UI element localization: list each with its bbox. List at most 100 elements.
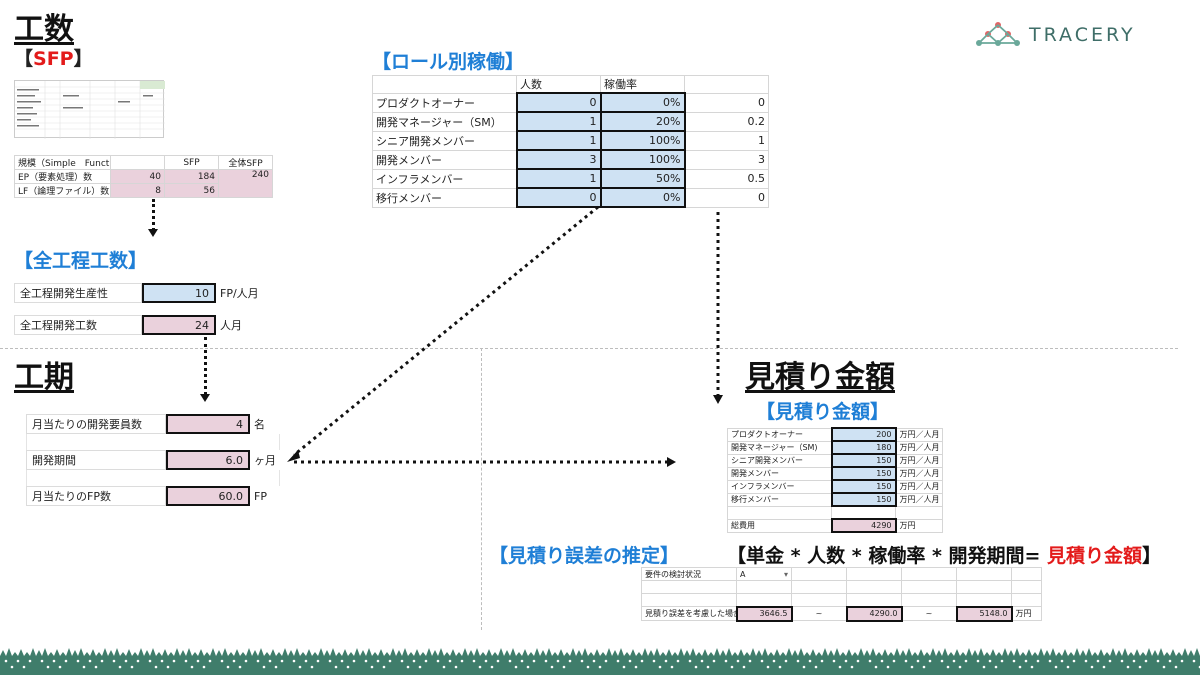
total-label: 総費用: [727, 518, 832, 533]
table-row: インフラメンバー 150 万円／人月: [727, 479, 943, 494]
arrow-head-icon: [713, 395, 723, 404]
table-row: EP（要素処理）数 40 184 240: [14, 169, 273, 198]
price-role: シニア開発メンバー: [727, 453, 832, 468]
effort-row: 全工程開発工数 24 人月: [14, 315, 242, 335]
price-unit: 万円／人月: [895, 492, 943, 507]
flow-line-role-to-period: [293, 205, 599, 457]
formula-close: 】: [1142, 545, 1162, 567]
price-unit: 万円／人月: [895, 453, 943, 468]
spacer-row: [26, 470, 280, 486]
role-name: 開発マネージャー（SM）: [372, 111, 517, 132]
price-role: インフラメンバー: [727, 479, 832, 494]
table-row: 見積り誤差を考慮した場合 3646.5 ~ 4290.0 ~ 5148.0 万円: [641, 605, 1042, 622]
role-rate[interactable]: 50%: [599, 168, 686, 189]
estimate-mid: 4290.0: [845, 605, 903, 622]
spacer-row: [26, 434, 280, 450]
flow-arrow-line: [204, 337, 207, 395]
productivity-label: 全工程開発生産性: [14, 283, 142, 303]
table-row: 開発マネージャー（SM) 180 万円／人月: [727, 440, 943, 455]
role-people[interactable]: 1: [515, 168, 602, 189]
arrow-down-icon: [200, 394, 210, 402]
role-people[interactable]: 0: [515, 187, 602, 208]
formula-text: 【単金 * 人数 * 稼働率 * 開発期間= 見積り金額】: [727, 541, 1161, 568]
footer-pattern: [0, 634, 1200, 675]
price-unit: 万円／人月: [895, 466, 943, 481]
price-unit: 万円／人月: [895, 427, 943, 442]
table-row: プロダクトオーナー 200 万円／人月: [727, 427, 943, 442]
table-row: 開発マネージャー（SM） 1 20% 0.2: [372, 111, 769, 132]
estimate-high: 5148.0: [955, 605, 1013, 622]
sfp-total: 240: [218, 169, 273, 198]
brand-name: TRACERY: [1029, 24, 1136, 46]
role-name: 移行メンバー: [372, 187, 517, 208]
table-row: インフラメンバー 1 50% 0.5: [372, 168, 769, 189]
role-name: インフラメンバー: [372, 168, 517, 189]
role-people[interactable]: 0: [515, 92, 602, 113]
role-people[interactable]: 1: [515, 111, 602, 132]
role-rate[interactable]: 100%: [599, 149, 686, 170]
role-people[interactable]: 1: [515, 130, 602, 151]
section-heading-mitsumori: 【見積り金額】: [756, 401, 890, 423]
members-label: 月当たりの開発要員数: [26, 414, 166, 434]
price-value[interactable]: 150: [830, 479, 897, 494]
members-value: 4: [166, 414, 250, 434]
sfp-bracket-open: 【: [14, 48, 34, 70]
estimate-label: 見積り誤差を考慮した場合: [641, 606, 737, 621]
period-value: 6.0: [166, 450, 250, 470]
price-value[interactable]: 150: [830, 466, 897, 481]
fp-label: 月当たりのFP数: [26, 486, 166, 506]
footer-band: [0, 634, 1200, 675]
section-divider-vertical: [481, 348, 482, 630]
sheet-thumbnail-graphic: [15, 81, 165, 139]
sfp-lf-count[interactable]: 8: [110, 183, 165, 198]
gosa-table: 要件の検討状況 A▾ 見積り誤差を考慮した場合 3646.5 ~ 4290.0 …: [641, 567, 1042, 622]
price-value[interactable]: 150: [830, 453, 897, 468]
table-row: プロダクトオーナー 0 0% 0: [372, 92, 769, 113]
table-row: 移行メンバー 0 0% 0: [372, 187, 769, 208]
chevron-down-icon: ▾: [783, 569, 788, 579]
price-unit: 万円／人月: [895, 479, 943, 494]
price-value[interactable]: 200: [830, 427, 897, 442]
role-rate[interactable]: 0%: [599, 92, 686, 113]
price-role: 開発マネージャー（SM): [727, 440, 832, 455]
role-rate[interactable]: 100%: [599, 130, 686, 151]
role-result: 0.5: [684, 168, 769, 189]
sfp-label: SFP: [33, 48, 74, 70]
role-table: 人数 稼働率 プロダクトオーナー 0 0% 0 開発マネージャー（SM） 1 2…: [372, 75, 769, 208]
productivity-value[interactable]: 10: [142, 283, 216, 303]
section-divider-horizontal: [0, 348, 1178, 349]
role-people[interactable]: 3: [515, 149, 602, 170]
estimate-low: 3646.5: [735, 605, 793, 622]
status-value: A: [740, 569, 746, 579]
price-value[interactable]: 150: [830, 492, 897, 507]
tilde-separator: ~: [791, 606, 847, 621]
flow-arrow-line: [152, 199, 155, 231]
section-title-kosu: 工数: [14, 12, 74, 47]
price-role: 移行メンバー: [727, 492, 832, 507]
effort-value: 24: [142, 315, 216, 335]
effort-label: 全工程開発工数: [14, 315, 142, 335]
table-row: 開発メンバー 3 100% 3: [372, 149, 769, 170]
sfp-sheet-thumbnail: [14, 80, 165, 139]
role-rate[interactable]: 0%: [599, 187, 686, 208]
tilde-separator: ~: [901, 606, 957, 621]
table-row: 開発メンバー 150 万円／人月: [727, 466, 943, 481]
status-label: 要件の検討状況: [641, 567, 737, 581]
status-select[interactable]: A▾: [736, 567, 792, 581]
sfp-ep-count[interactable]: 40: [110, 169, 165, 184]
tracery-logo-icon: [976, 22, 1020, 46]
price-role: 開発メンバー: [727, 466, 832, 481]
sfp-ep-sfp: 184: [164, 169, 219, 184]
section-title-mitsumori: 見積り金額: [745, 360, 895, 395]
sfp-heading: 【SFP】: [14, 44, 93, 71]
price-value[interactable]: 180: [830, 440, 897, 455]
fp-unit: FP: [254, 489, 267, 503]
arrow-head-icon: [287, 450, 300, 462]
price-role: プロダクトオーナー: [727, 427, 832, 442]
effort-unit: 人月: [220, 319, 242, 332]
role-rate[interactable]: 20%: [599, 111, 686, 132]
table-row: 総費用 4290 万円: [727, 518, 943, 533]
arrow-head-icon: [667, 457, 676, 467]
formula-main: 【単金 * 人数 * 稼働率 * 開発期間=: [727, 545, 1048, 567]
price-unit: 万円／人月: [895, 440, 943, 455]
